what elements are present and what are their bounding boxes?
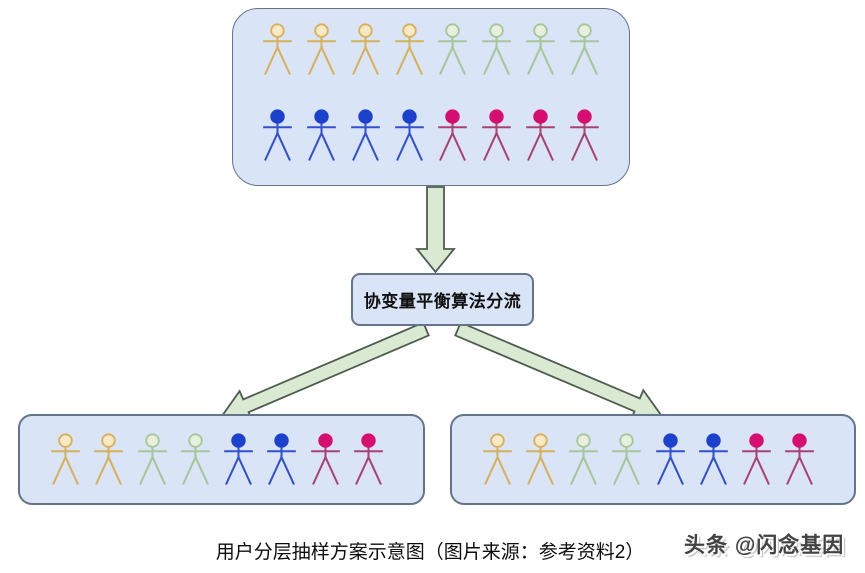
group-left-figures bbox=[47, 432, 387, 487]
person-orange-icon bbox=[526, 432, 555, 485]
person-magenta-icon bbox=[310, 432, 340, 485]
person-blue-icon bbox=[394, 109, 424, 161]
person-green-icon bbox=[137, 432, 167, 485]
person-green-icon bbox=[482, 23, 512, 75]
person-green-icon bbox=[438, 23, 468, 75]
watermark: 头条 @闪念基因 bbox=[684, 534, 845, 557]
person-magenta-icon bbox=[742, 432, 771, 485]
person-green-icon bbox=[569, 432, 599, 485]
person-blue-icon bbox=[698, 432, 728, 485]
split-algorithm-box: 协变量平衡算法分流 bbox=[351, 273, 534, 326]
person-orange-icon bbox=[350, 23, 380, 75]
caption: 用户分层抽样方案示意图（图片来源：参考资料2） bbox=[215, 542, 645, 563]
person-green-icon bbox=[612, 432, 642, 485]
group-box-right bbox=[450, 414, 856, 505]
population-box bbox=[232, 8, 630, 186]
person-magenta-icon bbox=[482, 109, 512, 161]
left-branch-arrow bbox=[220, 321, 430, 422]
person-magenta-icon bbox=[570, 109, 599, 161]
person-blue-icon bbox=[263, 109, 292, 161]
population-row-bottom bbox=[259, 109, 603, 163]
person-blue-icon bbox=[267, 432, 297, 485]
group-box-left bbox=[18, 414, 425, 505]
person-orange-icon bbox=[263, 23, 292, 75]
person-blue-icon bbox=[350, 109, 380, 161]
person-blue-icon bbox=[655, 432, 685, 485]
person-blue-icon bbox=[224, 432, 253, 485]
group-right-figures bbox=[479, 432, 818, 487]
person-orange-icon bbox=[51, 432, 80, 485]
person-green-icon bbox=[181, 432, 210, 485]
person-orange-icon bbox=[307, 23, 336, 75]
person-orange-icon bbox=[483, 432, 512, 485]
person-magenta-icon bbox=[438, 109, 468, 161]
person-magenta-icon bbox=[785, 432, 814, 485]
person-magenta-icon bbox=[354, 432, 383, 485]
person-green-icon bbox=[570, 23, 599, 75]
person-orange-icon bbox=[394, 23, 424, 75]
person-magenta-icon bbox=[526, 109, 555, 161]
right-branch-arrow bbox=[454, 321, 663, 421]
person-green-icon bbox=[526, 23, 555, 75]
population-row-top bbox=[259, 23, 603, 77]
person-blue-icon bbox=[307, 109, 336, 161]
person-orange-icon bbox=[94, 432, 124, 485]
split-algorithm-label: 协变量平衡算法分流 bbox=[363, 292, 522, 311]
down-arrow bbox=[415, 186, 456, 274]
